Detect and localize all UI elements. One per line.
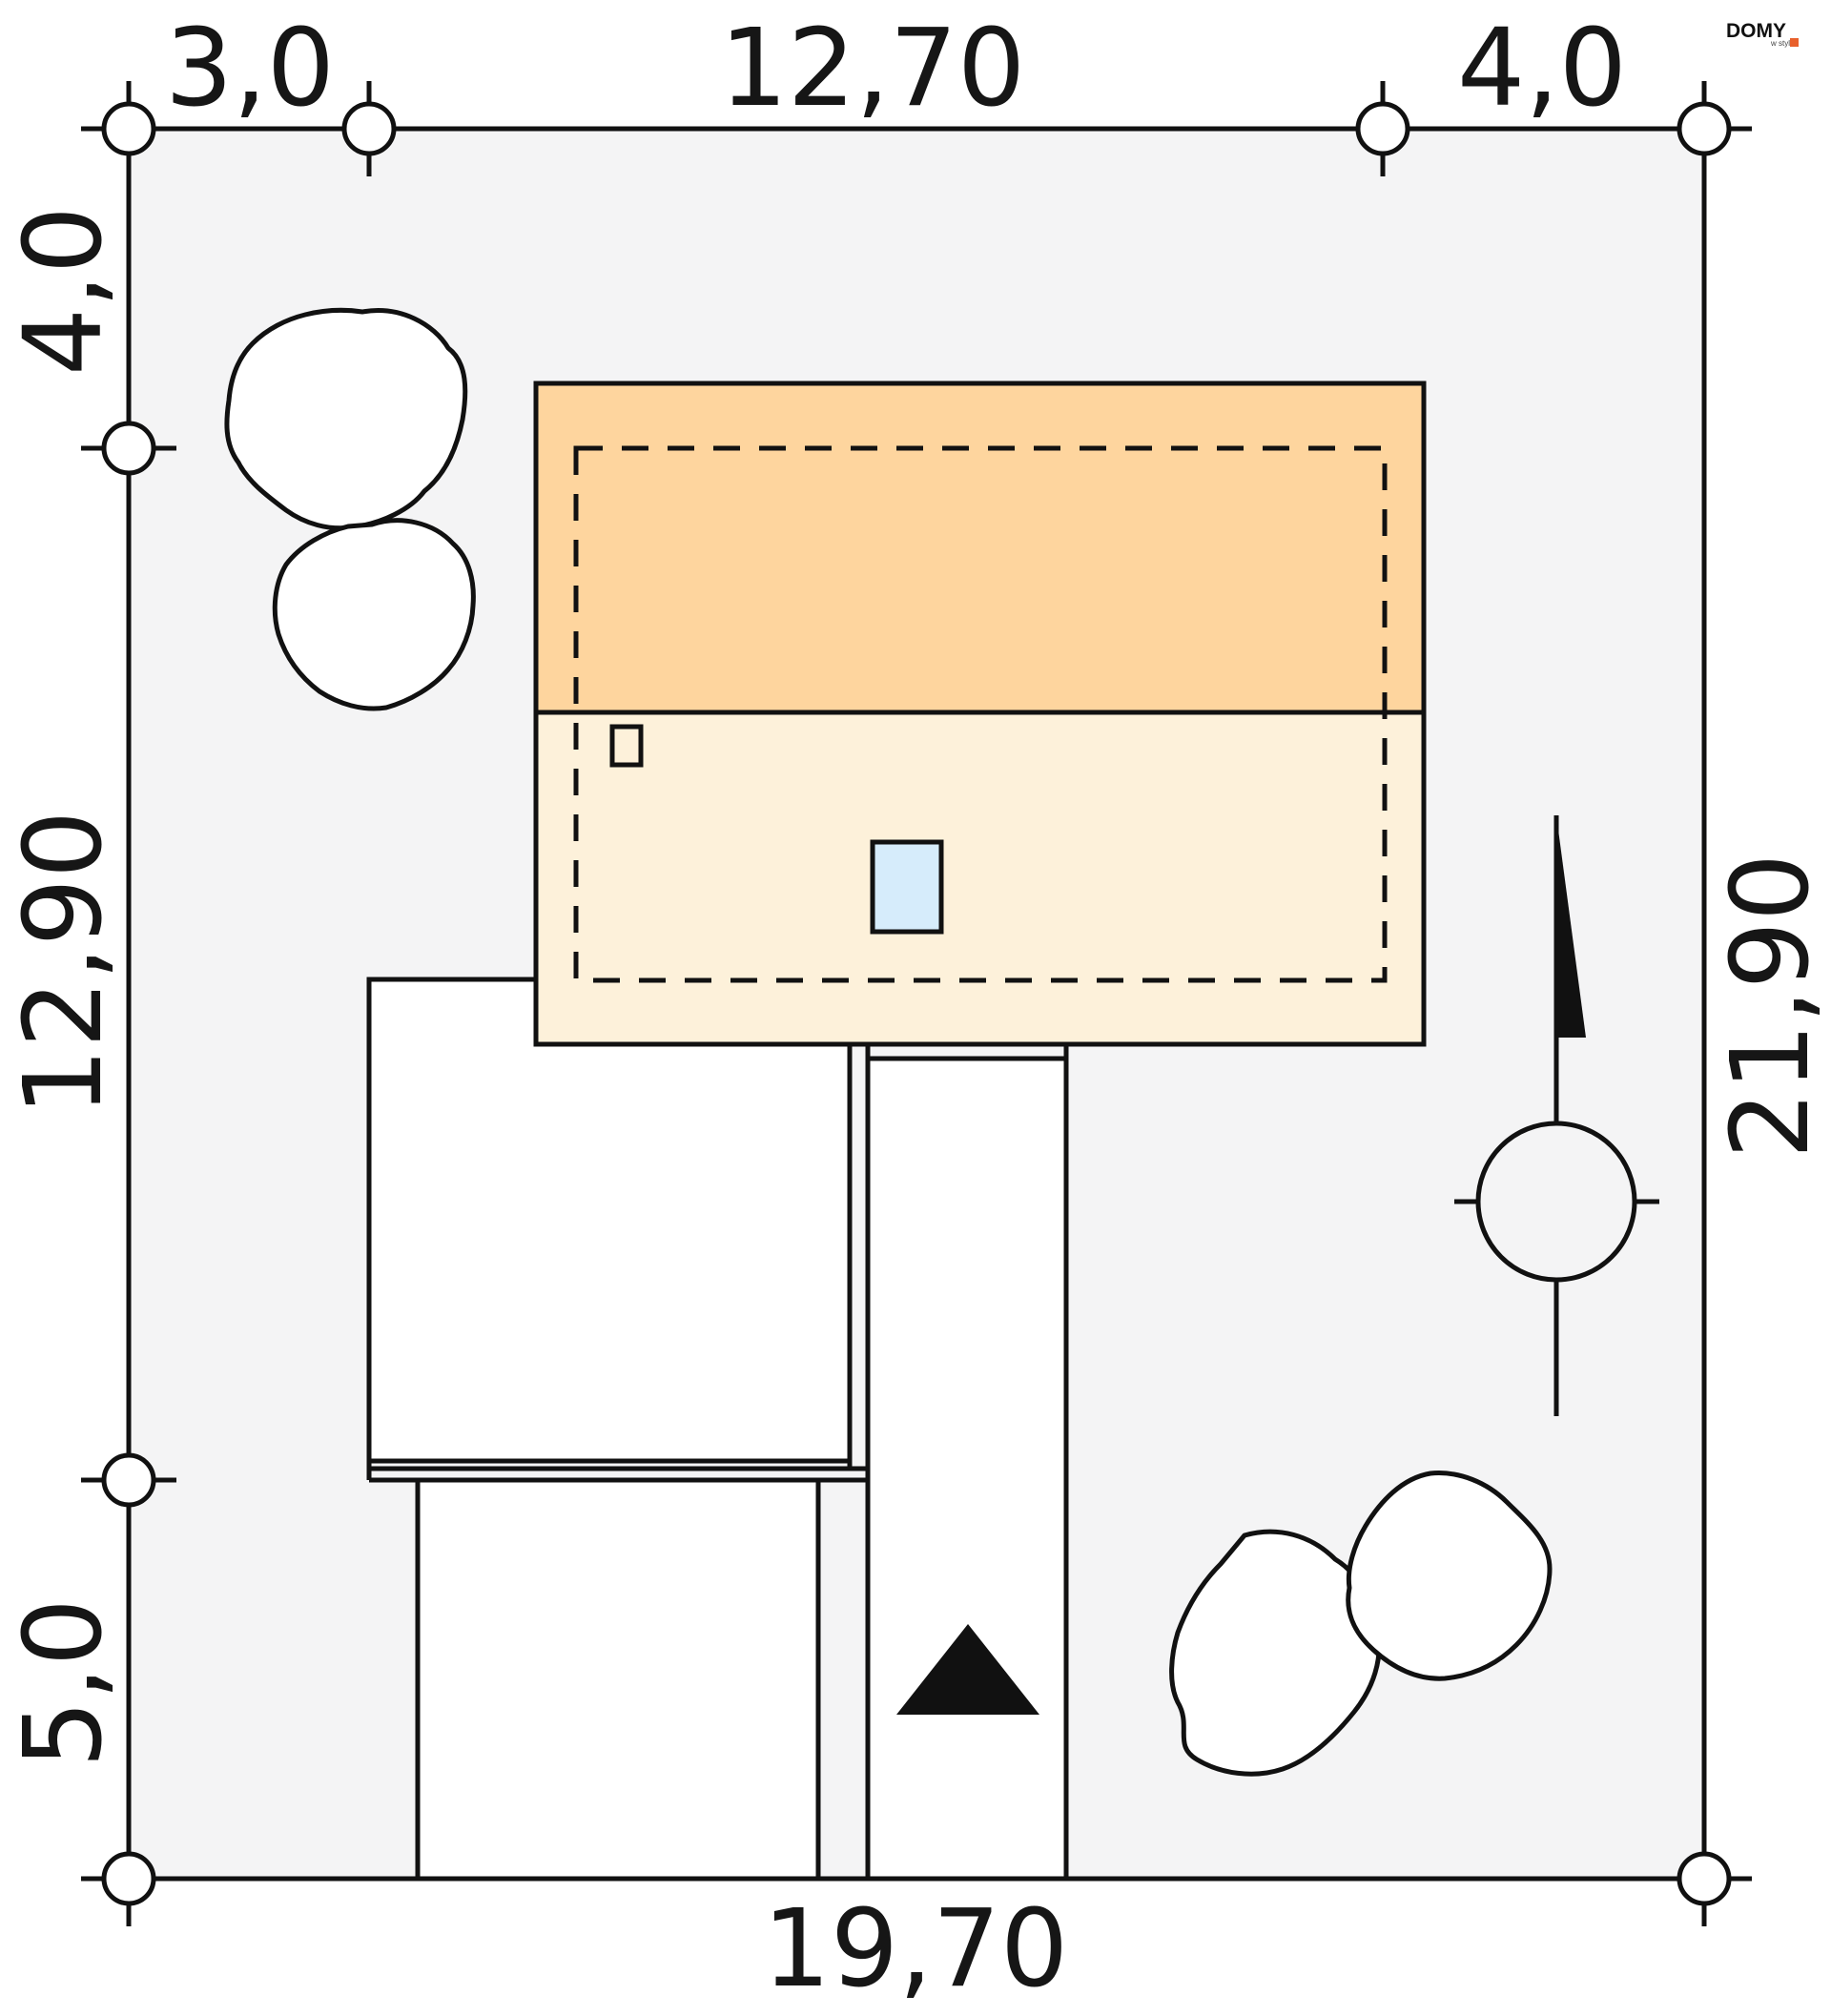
dim-right: 21,90 bbox=[1709, 854, 1831, 1160]
entrance-triangle-icon bbox=[896, 1624, 1039, 1715]
node-bottom-right bbox=[1677, 1851, 1732, 1906]
dim-top-left: 3,0 bbox=[165, 7, 335, 131]
house bbox=[533, 381, 1427, 1047]
parking-area bbox=[366, 977, 853, 1464]
trees bbox=[224, 307, 1553, 1777]
north-arrow-head bbox=[1556, 815, 1586, 1038]
node-left-b bbox=[101, 1452, 156, 1508]
dim-top-right: 4,0 bbox=[1457, 7, 1627, 131]
front-yard-path bbox=[415, 1477, 821, 1882]
node-top-a bbox=[341, 101, 397, 156]
tree-icon bbox=[224, 307, 468, 531]
node-top-right bbox=[1677, 101, 1732, 156]
node-top-b bbox=[1355, 101, 1410, 156]
access-road bbox=[865, 1056, 1069, 1882]
roof-south bbox=[533, 710, 1427, 1047]
logo-mark bbox=[1790, 38, 1799, 47]
logo-text: DOMY bbox=[1726, 20, 1786, 42]
dim-top-middle: 12,70 bbox=[720, 7, 1026, 131]
dim-left-middle: 12,90 bbox=[2, 811, 126, 1117]
building-outline bbox=[573, 445, 1388, 983]
north-arrow-circle bbox=[1475, 1121, 1637, 1283]
tree-icon bbox=[1346, 1471, 1553, 1681]
vent bbox=[609, 724, 644, 768]
dim-left-top: 4,0 bbox=[2, 206, 126, 376]
tree-icon bbox=[272, 518, 476, 711]
chimney bbox=[870, 839, 944, 935]
dim-bottom: 19,70 bbox=[763, 1887, 1069, 2011]
logo-tagline: w stylu bbox=[1770, 39, 1794, 48]
roof-north bbox=[533, 381, 1427, 715]
dimension-nodes bbox=[101, 101, 1732, 1906]
node-left-a bbox=[101, 421, 156, 476]
north-arrow-icon bbox=[1454, 815, 1659, 1416]
driveway bbox=[366, 977, 1069, 1882]
dim-left-bottom: 5,0 bbox=[2, 1598, 126, 1768]
node-bottom-left bbox=[101, 1851, 156, 1906]
node-top-left bbox=[101, 101, 156, 156]
